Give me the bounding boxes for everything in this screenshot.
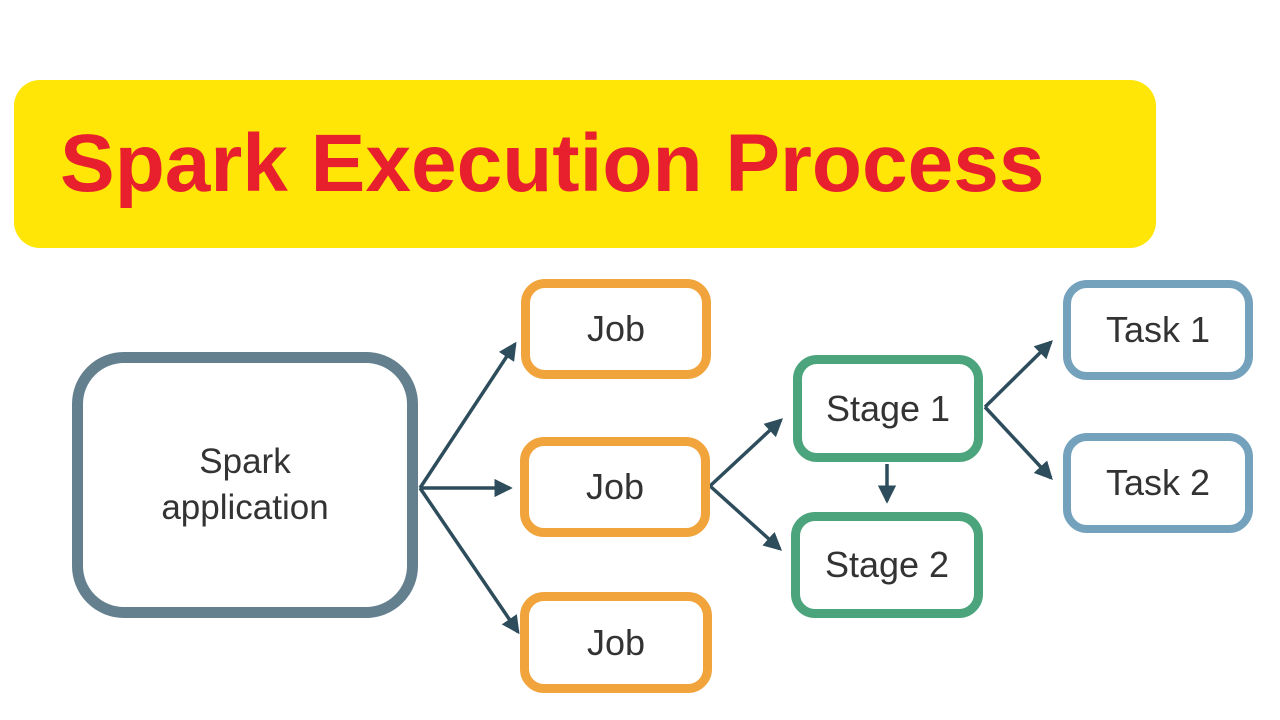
arrow-job-2-to-stage-2	[708, 484, 783, 551]
node-job-2: Job	[520, 437, 710, 537]
node-job-3-label: Job	[586, 621, 646, 663]
node-job-1: Job	[521, 279, 711, 379]
arrow-spark-application-to-job-3	[418, 487, 520, 635]
node-task-1-label: Task 1	[1105, 309, 1211, 351]
arrow-job-2-to-stage-1	[708, 418, 783, 488]
node-task-2: Task 2	[1063, 433, 1253, 533]
node-stage-1-label: Stage 1	[825, 387, 951, 429]
node-task-2-label: Task 2	[1105, 462, 1211, 504]
node-stage-1: Stage 1	[793, 355, 983, 462]
page-title: Spark Execution Process	[60, 118, 1045, 209]
arrow-spark-application-to-job-1	[418, 341, 517, 489]
node-spark-application: Spark application	[72, 352, 418, 618]
title-banner: Spark Execution Process	[14, 80, 1156, 248]
node-job-3: Job	[520, 592, 712, 693]
node-job-2-label: Job	[585, 466, 645, 508]
node-stage-2: Stage 2	[791, 512, 983, 618]
arrow-stage-1-to-task-1	[983, 340, 1053, 409]
node-task-1: Task 1	[1063, 280, 1253, 380]
node-spark-application-label: Spark application	[161, 441, 329, 527]
arrow-stage-1-to-task-2	[983, 405, 1053, 480]
node-stage-2-label: Stage 2	[824, 544, 950, 586]
node-job-1-label: Job	[586, 308, 646, 350]
